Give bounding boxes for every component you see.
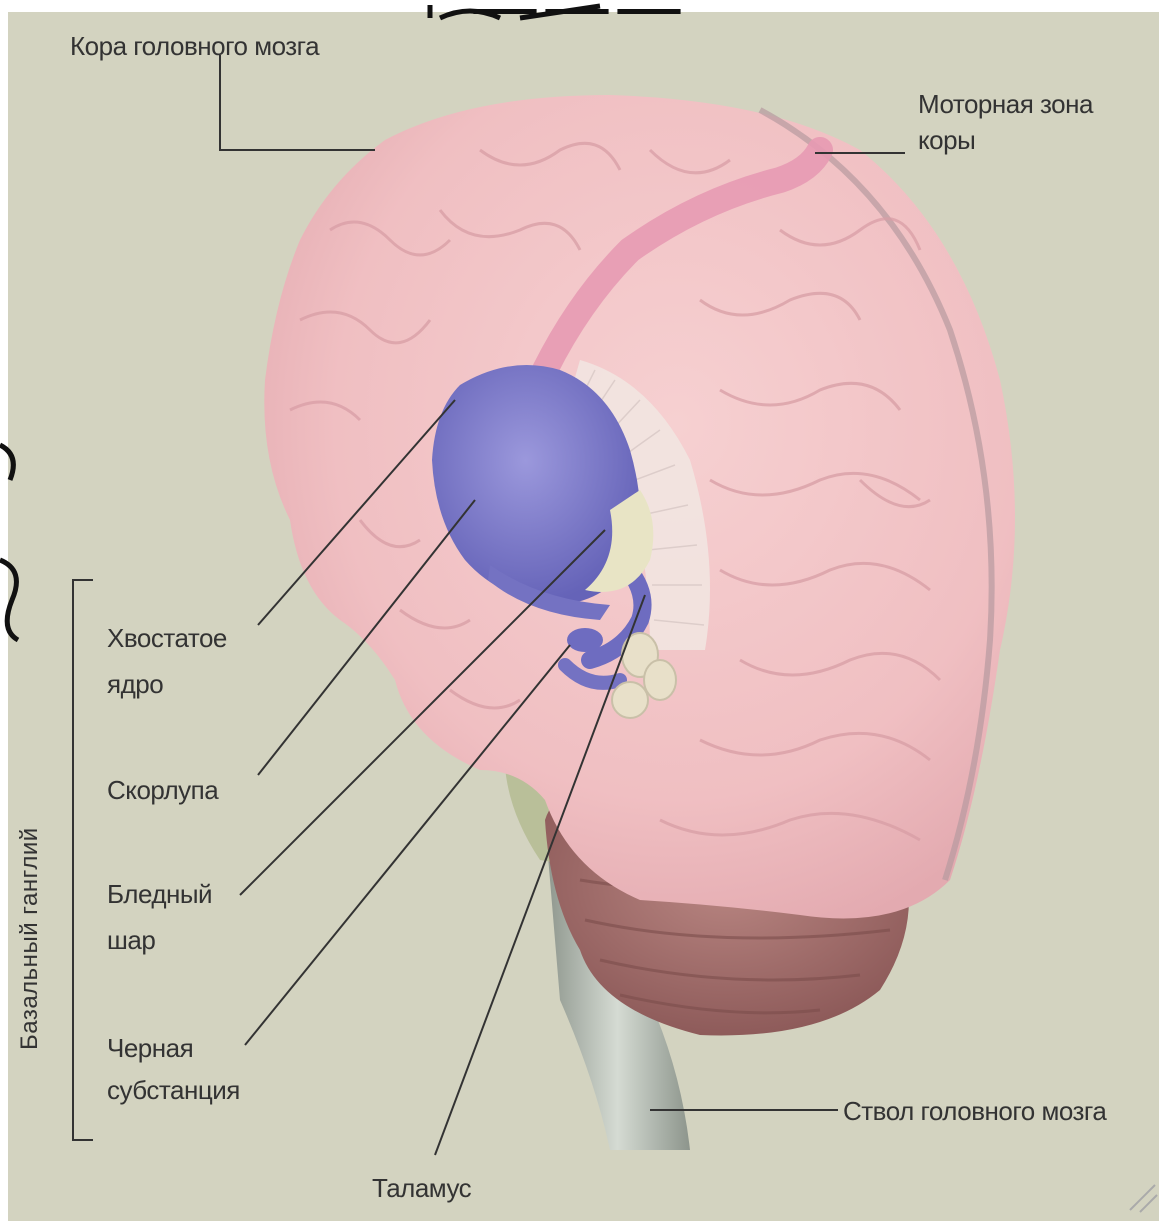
label-putamen: Скорлупа	[107, 772, 218, 808]
label-nigra-line2: субстанция	[107, 1072, 240, 1108]
label-caudate-line2: ядро	[107, 666, 227, 702]
label-caudate-line1: Хвостатое	[107, 620, 227, 656]
overlay-glyph-left-1	[0, 445, 13, 480]
overlay-glyph-left-2	[0, 560, 18, 640]
label-nigra-line1: Черная	[107, 1030, 240, 1066]
label-substantia-nigra: Черная субстанция	[107, 1030, 240, 1108]
label-motor-zone: Моторная зона коры	[918, 86, 1093, 158]
label-thalamus: Таламус	[372, 1170, 471, 1206]
label-motor-zone-line2: коры	[918, 122, 1093, 158]
label-globus-pallidus: Бледный шар	[107, 876, 212, 958]
label-globus-line1: Бледный	[107, 876, 212, 912]
label-motor-zone-line1: Моторная зона	[918, 86, 1093, 122]
label-cortex: Кора головного мозга	[70, 28, 319, 64]
label-basal-ganglia: Базальный ганглий	[16, 827, 44, 1050]
label-globus-line2: шар	[107, 922, 212, 958]
basal-ganglia-bracket	[73, 580, 93, 1140]
leader-line-cortex	[220, 55, 375, 150]
label-caudate: Хвостатое ядро	[107, 620, 227, 702]
substantia-nigra	[567, 628, 603, 652]
corner-mark	[1130, 1185, 1157, 1212]
overlay-glyph-top	[430, 5, 600, 18]
label-brainstem: Ствол головного мозга	[843, 1093, 1106, 1129]
